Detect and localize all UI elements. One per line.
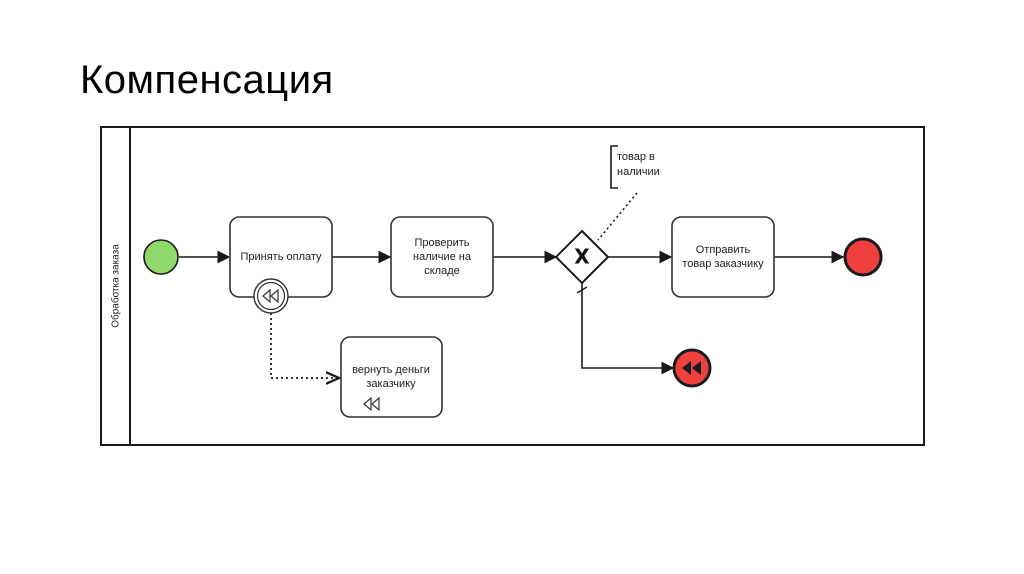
compensation-icon (262, 288, 279, 304)
task-send-goods-line-1: Отправить (696, 244, 751, 256)
task-refund-line-1: вернуть деньги (352, 364, 430, 376)
exclusive-gateway[interactable]: X (554, 229, 610, 285)
task-check-stock[interactable]: Проверить наличие на складе (390, 216, 494, 298)
compensation-association (270, 313, 339, 378)
task-accept-payment-label: Принять оплату (240, 251, 322, 263)
default-flow-marker (576, 286, 588, 294)
exclusive-gateway-icon: X (574, 245, 590, 269)
task-refund[interactable]: вернуть деньги заказчику (340, 336, 443, 418)
slide-title: Компенсация (80, 58, 334, 102)
task-refund-line-2: заказчику (366, 378, 416, 390)
annotation-line-1: товар в (617, 151, 655, 163)
compensation-boundary-event[interactable] (253, 278, 289, 314)
task-check-stock-line-1: Проверить (414, 237, 469, 249)
flow-gateway-to-compensation-end (581, 282, 675, 375)
pool (100, 126, 925, 446)
annotation-association (597, 192, 638, 241)
task-check-stock-line-2: наличие на (413, 251, 472, 263)
compensation-end-icon (682, 361, 701, 375)
annotation-line-2: наличии (617, 166, 660, 178)
text-annotation: товар в наличии (610, 145, 660, 189)
task-check-stock-line-3: складе (424, 265, 460, 277)
end-event[interactable] (843, 237, 883, 277)
task-accept-payment[interactable]: Принять оплату (229, 216, 333, 298)
pool-label: Обработка заказа (110, 244, 122, 328)
task-send-goods[interactable]: Отправить товар заказчику (671, 216, 775, 298)
compensation-marker-icon (363, 396, 380, 412)
compensation-end-event[interactable] (672, 348, 712, 388)
start-event[interactable] (143, 239, 179, 275)
task-send-goods-line-2: товар заказчику (682, 258, 764, 270)
